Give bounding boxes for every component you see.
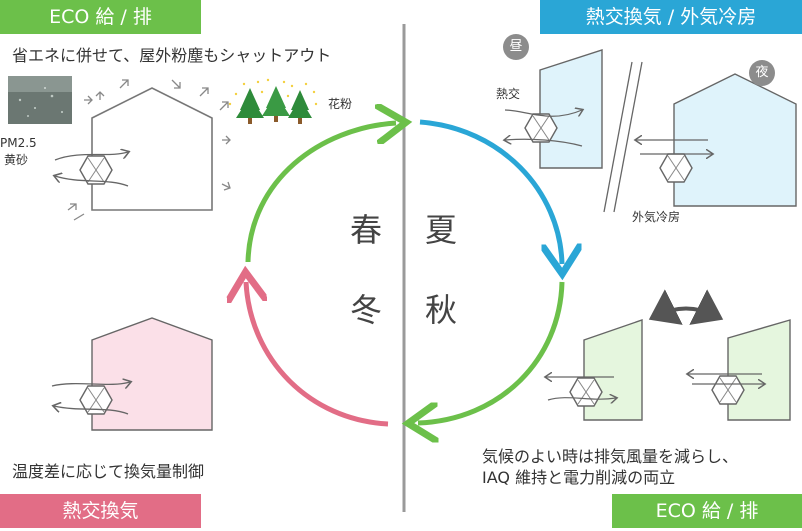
pollen-trees-icon bbox=[228, 78, 318, 124]
summer-panel bbox=[505, 49, 797, 213]
spring-caption: 省エネに併せて、屋外粉塵もシャットアウト bbox=[12, 46, 332, 65]
switch-arrow-icon bbox=[648, 289, 724, 325]
season-autumn: 秋 bbox=[425, 291, 458, 329]
autumn-panel bbox=[546, 289, 791, 421]
winter-caption: 温度差に応じて換気量制御 bbox=[12, 462, 205, 481]
label-autumn-eco: ECO 給 / 排 bbox=[612, 494, 802, 528]
autumn-arc bbox=[418, 281, 565, 423]
pollen-label: 花粉 bbox=[328, 97, 353, 111]
label-winter-mode: 熱交換気 bbox=[0, 494, 201, 528]
autumn-caption-line2: IAQ 維持と電力削減の両立 bbox=[482, 468, 676, 487]
autumn-building-right bbox=[727, 319, 791, 421]
winter-house bbox=[91, 317, 213, 431]
outdoor-cooling-label: 外気冷房 bbox=[632, 210, 681, 224]
heat-exchange-label: 熱交 bbox=[496, 87, 521, 101]
label-summer-mode: 熱交換気 / 外気冷房 bbox=[540, 0, 802, 34]
season-summer: 夏 bbox=[425, 211, 458, 249]
label-spring-eco: ECO 給 / 排 bbox=[0, 0, 201, 34]
night-building bbox=[673, 73, 797, 207]
day-badge: 昼 bbox=[503, 34, 529, 60]
winter-panel bbox=[52, 317, 213, 431]
pm25-label: PM2.5 bbox=[0, 136, 37, 150]
season-winter: 冬 bbox=[350, 291, 383, 329]
summer-arc bbox=[419, 119, 562, 264]
kosa-label: 黄砂 bbox=[4, 153, 29, 167]
dust-arrows bbox=[67, 79, 231, 221]
spring-arc bbox=[245, 123, 396, 263]
night-badge: 夜 bbox=[749, 60, 775, 86]
spring-panel bbox=[8, 76, 318, 221]
day-building bbox=[539, 49, 603, 169]
season-spring: 春 bbox=[350, 211, 383, 249]
winter-arc bbox=[246, 282, 389, 427]
autumn-caption-line1: 気候のよい時は排気風量を減らし、 bbox=[482, 447, 739, 466]
spring-house bbox=[91, 87, 213, 211]
